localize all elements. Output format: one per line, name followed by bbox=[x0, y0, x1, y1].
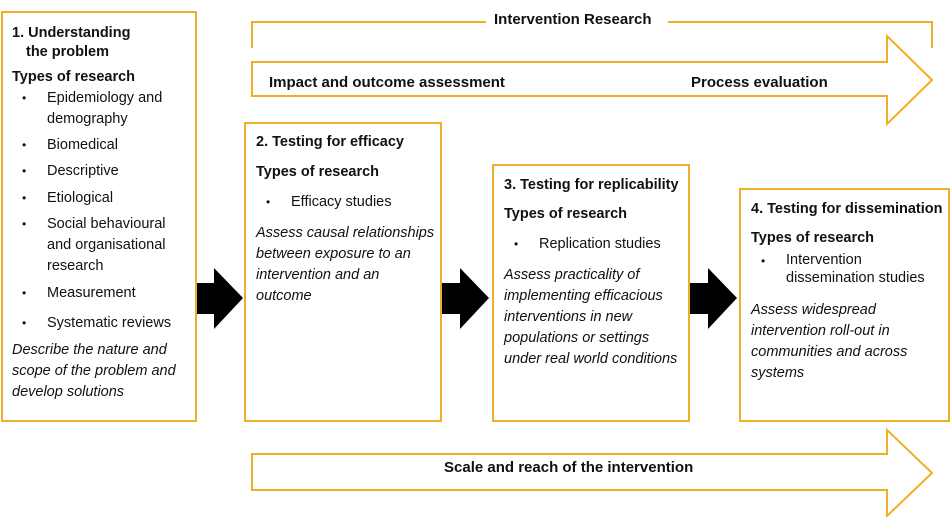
stage-3-item: Replication studies bbox=[539, 236, 661, 252]
bottom-outline-arrow bbox=[251, 427, 934, 517]
top-outline-arrow bbox=[251, 33, 934, 127]
stage-4-box: 4. Testing for dissemination Types of re… bbox=[739, 188, 950, 422]
bullet: • bbox=[22, 138, 27, 152]
impact-assessment-label: Impact and outcome assessment bbox=[269, 74, 505, 91]
stage-2-box: 2. Testing for efficacy Types of researc… bbox=[244, 122, 442, 422]
stage-2-title: 2. Testing for efficacy bbox=[256, 134, 404, 150]
stage-4-item: Intervention dissemination studies bbox=[786, 252, 925, 286]
stage-1-title-line2: the problem bbox=[26, 44, 109, 60]
stage-2-item: Efficacy studies bbox=[291, 194, 392, 210]
stage-1-title-line1: 1. Understanding bbox=[12, 25, 131, 41]
step-arrow-2 bbox=[438, 268, 489, 329]
stage-1-item: Biomedical bbox=[47, 137, 118, 153]
stage-1-item: Social behavioural and organisational re… bbox=[47, 216, 166, 274]
stage-3-title: 3. Testing for replicability bbox=[504, 177, 679, 193]
stage-1-item: Descriptive bbox=[47, 163, 119, 179]
stage-1-item: Measurement bbox=[47, 285, 136, 301]
stage-1-description: Describe the nature and scope of the pro… bbox=[12, 342, 176, 400]
bullet: • bbox=[22, 316, 27, 330]
stage-2-types-heading: Types of research bbox=[256, 164, 380, 180]
bullet: • bbox=[514, 237, 519, 251]
stage-4-types-heading: Types of research bbox=[751, 230, 875, 246]
step-arrow-1 bbox=[192, 268, 243, 329]
stage-1-box: 1. Understanding the problem Types of re… bbox=[1, 11, 197, 422]
stage-3-box: 3. Testing for replicability Types of re… bbox=[492, 164, 690, 422]
bullet: • bbox=[22, 164, 27, 178]
stage-4-title: 4. Testing for dissemination bbox=[751, 201, 943, 217]
bullet: • bbox=[22, 286, 27, 300]
step-arrow-3 bbox=[686, 268, 737, 329]
scale-reach-label: Scale and reach of the intervention bbox=[444, 459, 694, 476]
stage-2-description: Assess causal relationships between expo… bbox=[256, 225, 435, 304]
stage-1-types-heading: Types of research bbox=[12, 69, 136, 85]
bullet: • bbox=[22, 217, 27, 231]
bullet: • bbox=[22, 191, 27, 205]
stage-4-description: Assess widespread intervention roll-out … bbox=[751, 302, 908, 381]
bullet: • bbox=[266, 195, 271, 209]
stage-1-item: Epidemiology and demography bbox=[47, 90, 163, 127]
bullet: • bbox=[761, 254, 766, 268]
stage-1-item: Etiological bbox=[47, 190, 114, 206]
process-evaluation-label: Process evaluation bbox=[691, 74, 828, 91]
bullet: • bbox=[22, 91, 27, 105]
stage-3-description: Assess practicality of implementing effi… bbox=[504, 267, 678, 367]
stage-1-item: Systematic reviews bbox=[47, 315, 172, 331]
intervention-research-label: Intervention Research bbox=[494, 11, 652, 28]
intervention-research-bracket bbox=[251, 21, 933, 48]
stage-3-types-heading: Types of research bbox=[504, 206, 628, 222]
